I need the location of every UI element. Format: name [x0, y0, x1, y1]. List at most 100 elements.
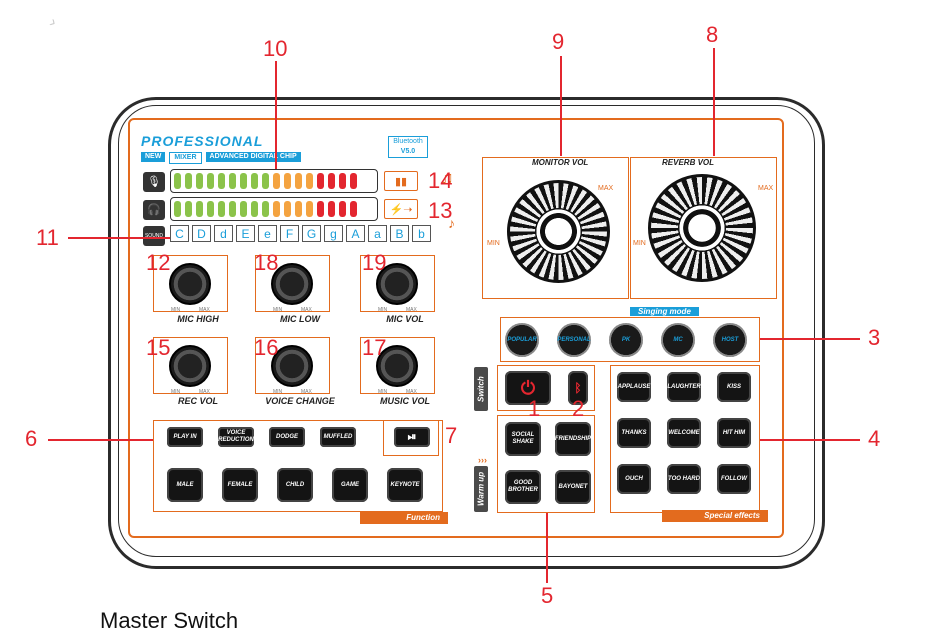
special-effect-button[interactable]: KISS: [717, 372, 751, 402]
key-label: a: [368, 225, 387, 242]
device-inner-shell: [118, 105, 815, 557]
key-label: A: [346, 225, 365, 242]
meter-segment: [251, 173, 258, 189]
function-button[interactable]: GAME: [332, 468, 368, 502]
bluetooth-button[interactable]: ᛒ: [568, 371, 588, 405]
meter-segment: [196, 173, 203, 189]
voice-change-label: VOICE CHANGE: [265, 396, 335, 406]
function-button[interactable]: KEYNOTE: [387, 468, 423, 502]
key-label: e: [258, 225, 277, 242]
meter-segment: [328, 201, 335, 217]
special-effect-button[interactable]: APPLAUSE: [617, 372, 651, 402]
corner-artifact: ›: [46, 13, 60, 32]
special-effect-button[interactable]: WELCOME: [667, 418, 701, 448]
warmup-label: Warm up: [474, 466, 488, 512]
function-button[interactable]: CHILD: [277, 468, 313, 502]
mic-low-label: MIC LOW: [280, 314, 320, 324]
meter-segment: [295, 201, 302, 217]
callout-12: 12: [146, 250, 171, 275]
callout-line-11: [68, 237, 170, 239]
meter-segment: [262, 201, 269, 217]
special-effect-button[interactable]: LAUGHTER: [667, 372, 701, 402]
meter-segment: [240, 173, 247, 189]
warmup-arrows: ›››: [478, 455, 487, 465]
special-effect-button[interactable]: OUCH: [617, 464, 651, 494]
mic-high-knob[interactable]: [169, 263, 211, 305]
function-button[interactable]: MUFFLED: [320, 427, 356, 447]
rec-vol-label: REC VOL: [177, 396, 218, 406]
meter-segment: [339, 173, 346, 189]
function-box: [153, 420, 443, 512]
callout-line-10: [275, 61, 277, 169]
meter-segment: [284, 173, 291, 189]
reverb-vol-knob-cap: [678, 204, 726, 252]
reverb-max-label: MAX: [758, 185, 774, 192]
voice-change-max-label: MAX: [301, 389, 312, 395]
footer-caption: Master Switch: [100, 608, 239, 633]
mic-high-label: MIC HIGH: [177, 314, 219, 324]
singing-mode-button[interactable]: PERSONAL: [557, 323, 591, 357]
meter-segment: [207, 201, 214, 217]
meter-segment: [306, 201, 313, 217]
callout-line-6: [48, 439, 153, 441]
rec-vol-knob[interactable]: [169, 345, 211, 387]
singing-mode-button[interactable]: PK: [609, 323, 643, 357]
warmup-button[interactable]: SOCIAL SHAKE: [505, 422, 541, 456]
warmup-button[interactable]: FRIENDSHIP: [555, 422, 591, 456]
mic-low-knob[interactable]: [271, 263, 313, 305]
meter-segment: [229, 173, 236, 189]
monitor-vol-knob-cap: [535, 208, 582, 255]
play-pause-icon: ⏯: [407, 430, 417, 443]
meter-segment: [273, 173, 280, 189]
function-row-1: PLAY IN VOICE REDUCTION DODGE MUFFLED: [167, 427, 356, 447]
callout-8: 8: [706, 22, 719, 47]
key-label: G: [302, 225, 321, 242]
play-pause-button[interactable]: ⏯: [394, 427, 430, 447]
mic-vol-max-label: MAX: [406, 307, 417, 313]
function-button[interactable]: VOICE REDUCTION: [218, 427, 254, 447]
callout-4: 4: [868, 426, 881, 451]
voice-change-knob[interactable]: [271, 345, 313, 387]
warmup-buttons: SOCIAL SHAKE FRIENDSHIP GOOD BROTHER BAYONE…: [505, 422, 591, 504]
special-effect-button[interactable]: FOLLOW: [717, 464, 751, 494]
mic-level-meter: [170, 169, 378, 193]
function-button[interactable]: DODGE: [269, 427, 305, 447]
music-vol-label: MUSIC VOL: [379, 396, 430, 406]
mic-low-max-label: MAX: [301, 307, 312, 313]
warmup-button[interactable]: BAYONET: [555, 470, 591, 504]
monitor-min-label: MIN: [487, 240, 500, 247]
callout-line-5: [546, 513, 548, 583]
meter-segment: [262, 173, 269, 189]
function-row-2: MALE FEMALE CHILD GAME KEYNOTE: [167, 468, 423, 502]
power-button[interactable]: ⏻: [505, 371, 551, 405]
special-effect-button[interactable]: TOO HARD: [667, 464, 701, 494]
function-button[interactable]: FEMALE: [222, 468, 258, 502]
callout-11: 11: [36, 225, 59, 250]
music-vol-knob[interactable]: [376, 345, 418, 387]
special-effects-buttons: APPLAUSE LAUGHTER KISS THANKS WELCOME HIT HIM…: [617, 372, 751, 494]
meter-segment: [174, 201, 181, 217]
headphone-icon: 🎧: [143, 200, 165, 220]
callout-2: 2: [572, 396, 585, 421]
key-label: b: [412, 225, 431, 242]
singing-mode-button[interactable]: HOST: [713, 323, 747, 357]
special-effect-button[interactable]: HIT HIM: [717, 418, 751, 448]
battery-icon: ▮▮: [384, 171, 418, 191]
warmup-button[interactable]: GOOD BROTHER: [505, 470, 541, 504]
callout-1: 1: [528, 396, 541, 421]
plug-icon: ⚡➝: [384, 199, 418, 219]
singing-mode-button[interactable]: POPULAR: [505, 323, 539, 357]
meter-segment: [295, 173, 302, 189]
singing-mode-title: Singing mode: [630, 307, 699, 316]
mic-vol-knob[interactable]: [376, 263, 418, 305]
reverb-min-label: MIN: [633, 240, 646, 247]
meter-segment: [229, 201, 236, 217]
key-label: C: [170, 225, 189, 242]
function-button[interactable]: PLAY IN: [167, 427, 203, 447]
switch-label: Switch: [474, 367, 488, 411]
singing-mode-button[interactable]: MC: [661, 323, 695, 357]
key-label: g: [324, 225, 343, 242]
voice-change-min-label: MIN: [273, 389, 283, 395]
special-effect-button[interactable]: THANKS: [617, 418, 651, 448]
function-button[interactable]: MALE: [167, 468, 203, 502]
